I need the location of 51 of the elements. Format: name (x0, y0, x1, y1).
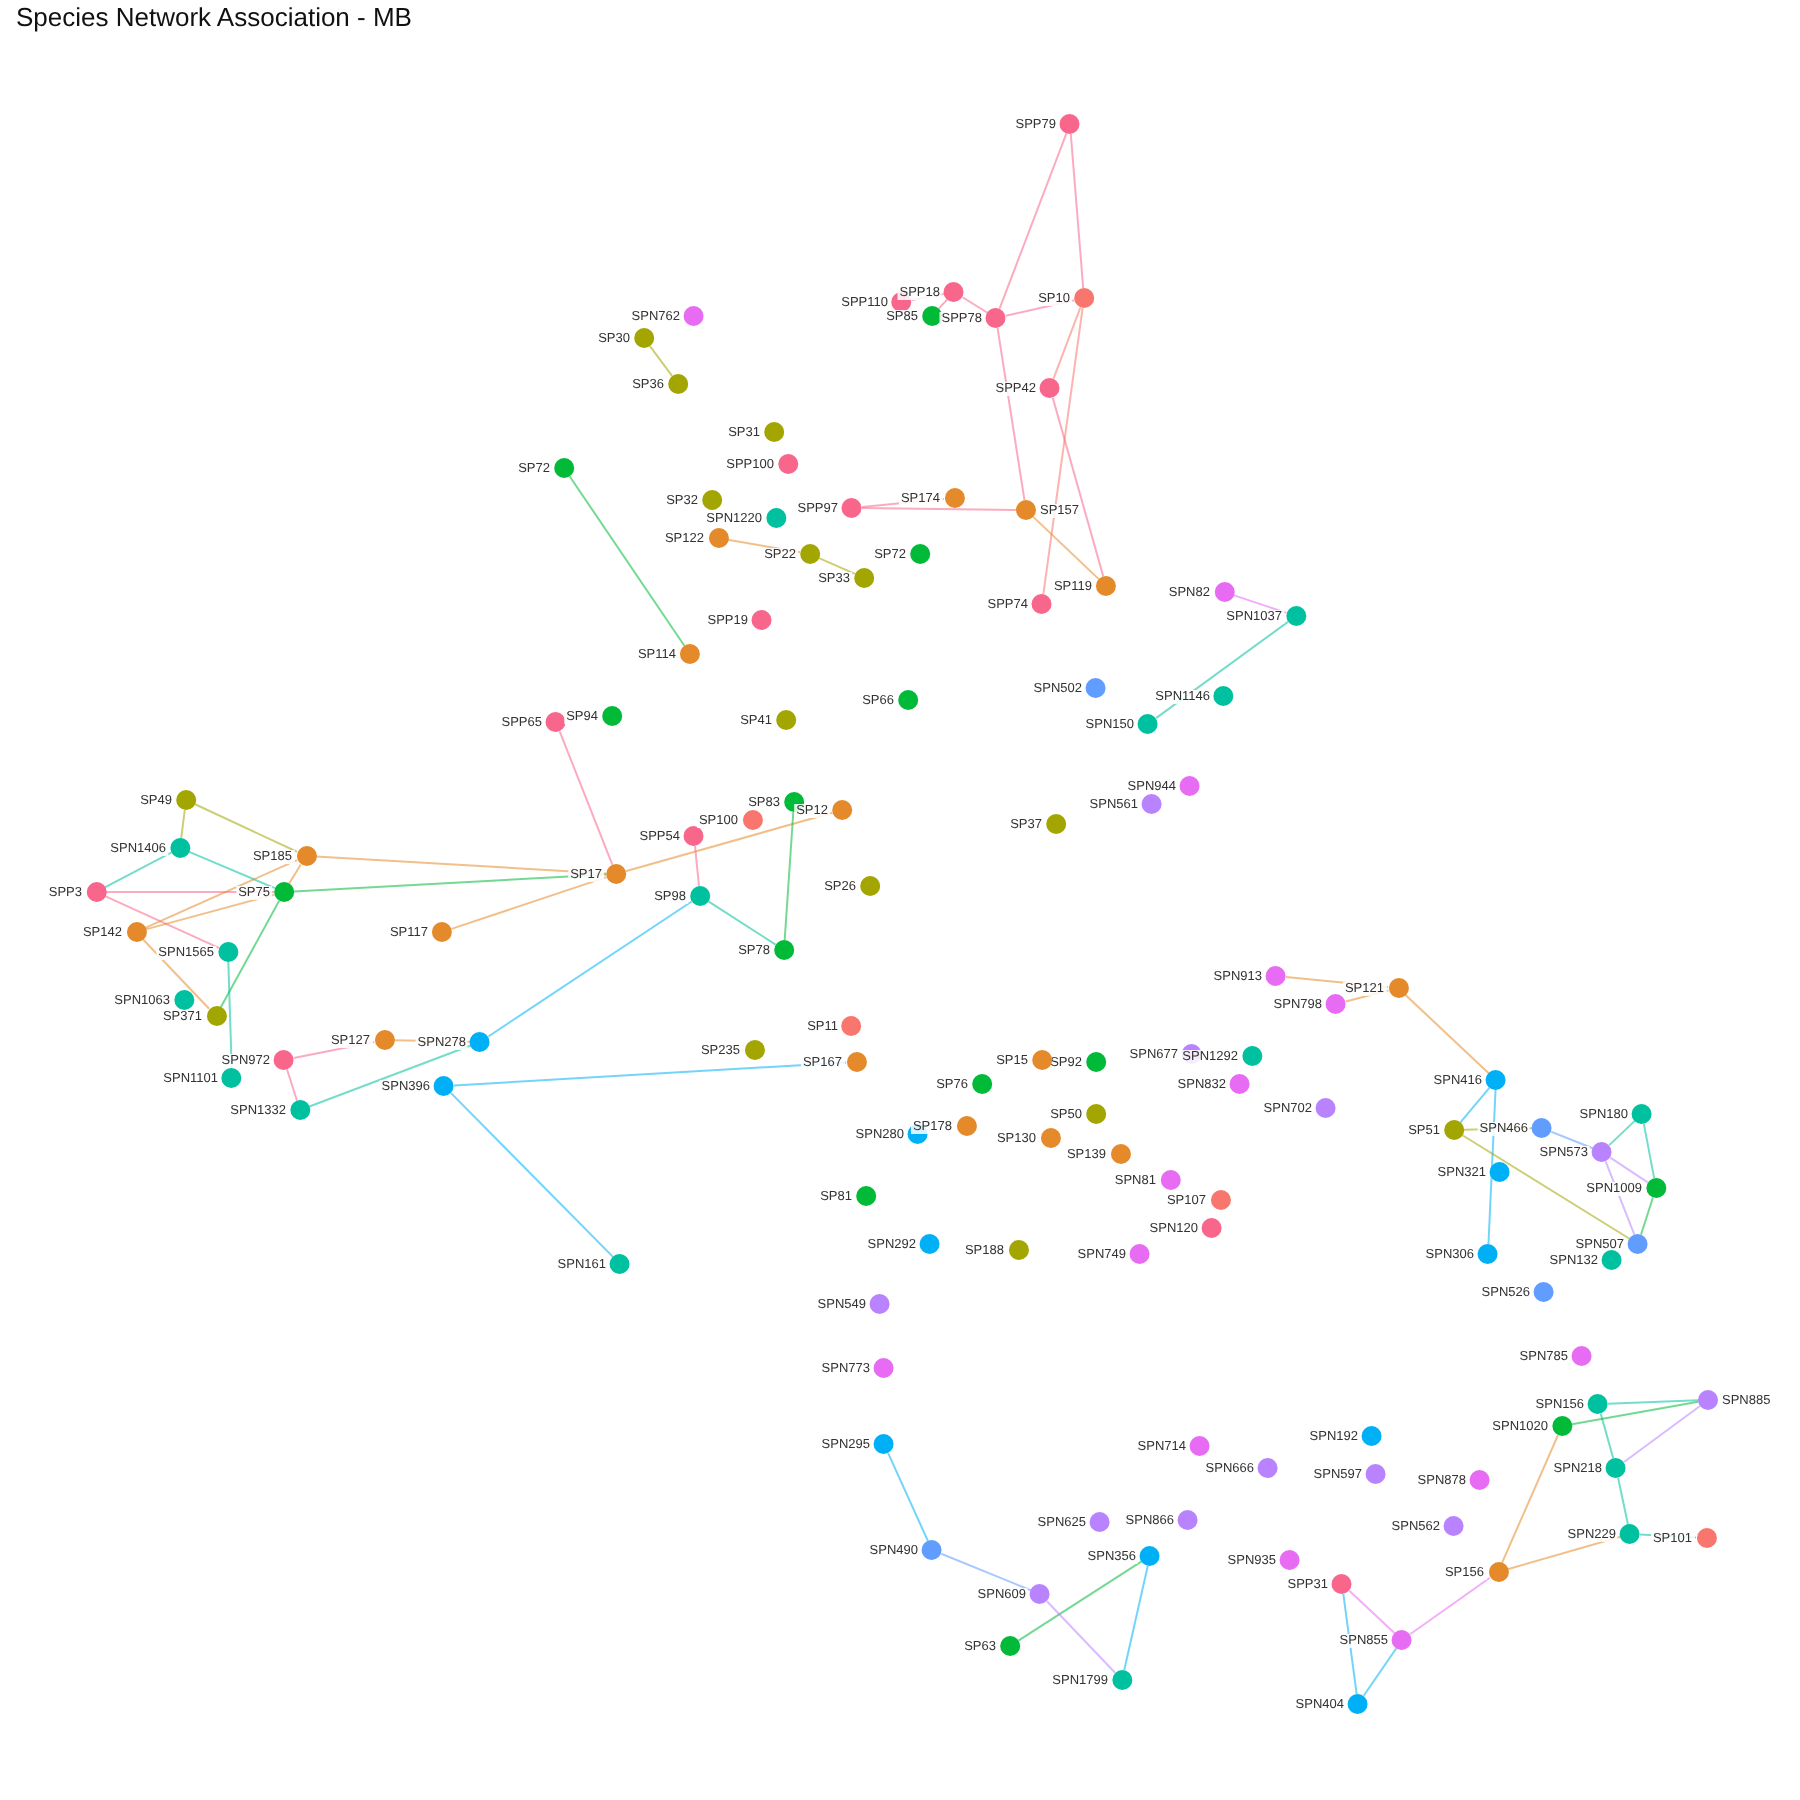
connector-line (1609, 1156, 1649, 1184)
connector-line (1051, 396, 1105, 578)
chart-title: Species Network Association - MB (16, 2, 412, 32)
connector-line (1232, 594, 1288, 614)
connector-line (1570, 1400, 1700, 1426)
connector-line (1608, 1119, 1636, 1147)
connector-line (487, 900, 693, 1038)
connector-line (393, 1039, 471, 1043)
connector-line (450, 876, 608, 930)
connector-line (937, 298, 949, 310)
connector-line (1032, 515, 1100, 581)
connector-line (288, 863, 302, 885)
connector-line (694, 844, 700, 888)
connector-line (1623, 1404, 1701, 1464)
connector-line (1639, 1533, 1697, 1539)
connector-line (1045, 1600, 1117, 1674)
connector-line (568, 475, 686, 647)
connector-line (315, 855, 607, 875)
connector-line (141, 938, 211, 1010)
connector-line (1042, 306, 1084, 596)
connector-line (1052, 306, 1082, 380)
connector-line (293, 873, 607, 893)
connector-line (1459, 1086, 1491, 1124)
connector-line (1501, 1434, 1559, 1564)
connector-line (1640, 1196, 1654, 1236)
connector-line (450, 1092, 614, 1258)
connector-line (1463, 1127, 1533, 1131)
connector-line (1550, 1130, 1594, 1150)
connector-line (1604, 1160, 1636, 1236)
connector-line (103, 851, 173, 889)
connector-line (961, 296, 989, 314)
connector-line (1607, 1399, 1699, 1405)
connector-line (624, 811, 834, 873)
connector-line (818, 557, 856, 575)
connector-line (707, 900, 777, 946)
connector-line (1123, 1564, 1149, 1672)
connector-line (286, 1068, 298, 1102)
connector-line (1404, 993, 1490, 1075)
connector-line (910, 292, 946, 302)
connector-line (1642, 1122, 1656, 1180)
connector-line (1069, 132, 1085, 290)
connector-line (219, 899, 281, 1009)
connector-line (1599, 1412, 1615, 1460)
connector-line (453, 1061, 847, 1087)
connector-line (1362, 1647, 1398, 1697)
connector-line (180, 808, 186, 840)
connector-line (998, 132, 1068, 310)
connector-line (648, 345, 674, 377)
connector-line (1617, 1476, 1629, 1526)
connector-line (558, 730, 614, 866)
connector-line (1348, 1589, 1396, 1635)
